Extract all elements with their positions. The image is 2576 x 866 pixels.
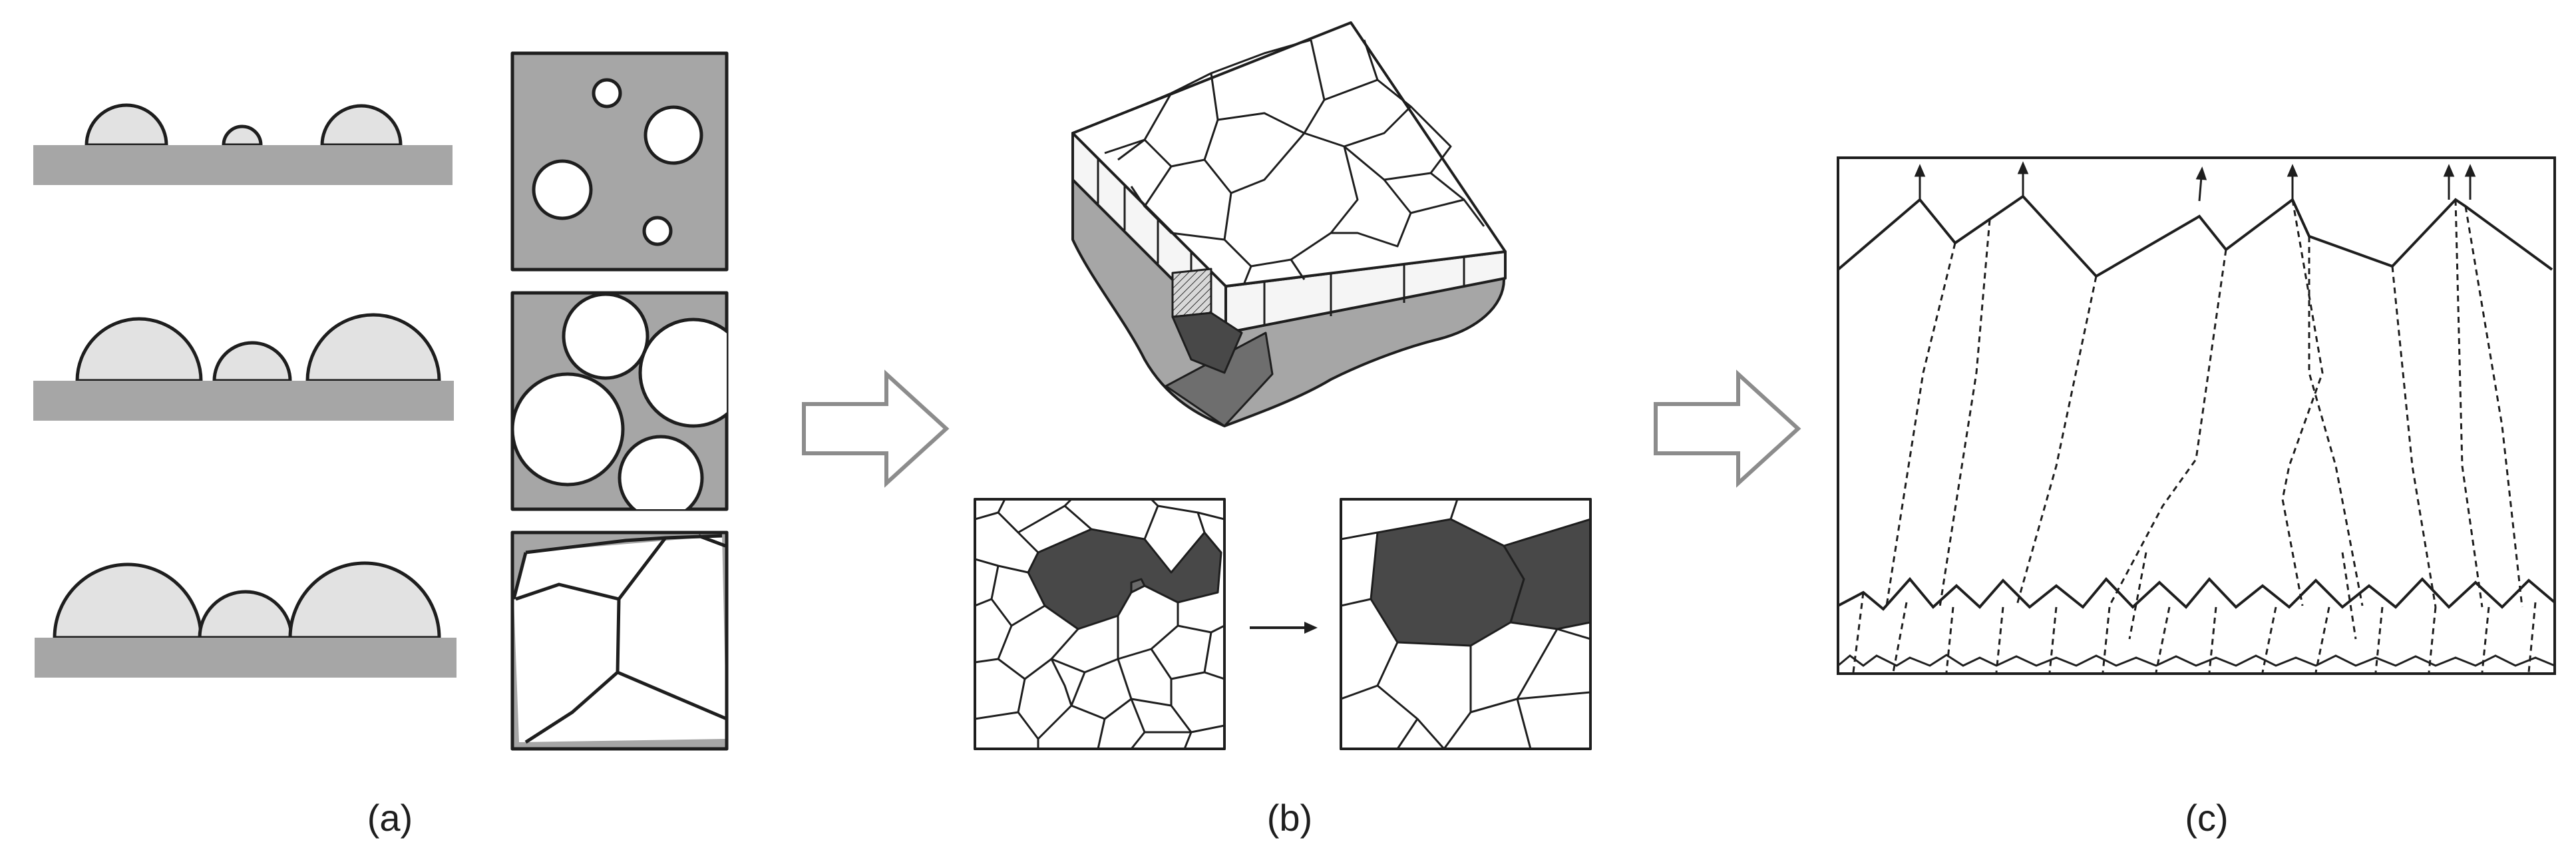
substrate	[35, 638, 457, 678]
film-block-3d	[1071, 21, 1507, 427]
substrate	[33, 145, 453, 185]
plan-view-stage-2	[510, 291, 729, 511]
right-arrow-1	[802, 369, 950, 488]
cross-section-stage-1	[33, 103, 453, 185]
panel-c	[1837, 156, 2556, 675]
seed-grains	[1837, 654, 2555, 667]
panel-b	[974, 21, 1592, 750]
nucleation-profile	[1837, 576, 2556, 611]
substrate	[33, 381, 454, 421]
cross-section-stage-2	[33, 313, 454, 421]
panel-label-c: (c)	[2185, 797, 2228, 839]
panel-label-a: (a)	[367, 797, 413, 839]
grain-boundaries	[1852, 199, 2537, 673]
grain-map-before	[974, 498, 1226, 750]
evolution-arrow	[1250, 622, 1318, 634]
panel-label-b: (b)	[1267, 797, 1312, 839]
plan-view-stage-1	[510, 51, 729, 272]
panel-a	[33, 51, 729, 751]
grain-map-after	[1340, 498, 1592, 750]
cross-section-stage-3	[35, 561, 457, 678]
right-arrow-2	[1654, 369, 1801, 488]
plan-view-stage-3	[510, 531, 729, 751]
growth-direction-arrows	[1914, 161, 2476, 202]
